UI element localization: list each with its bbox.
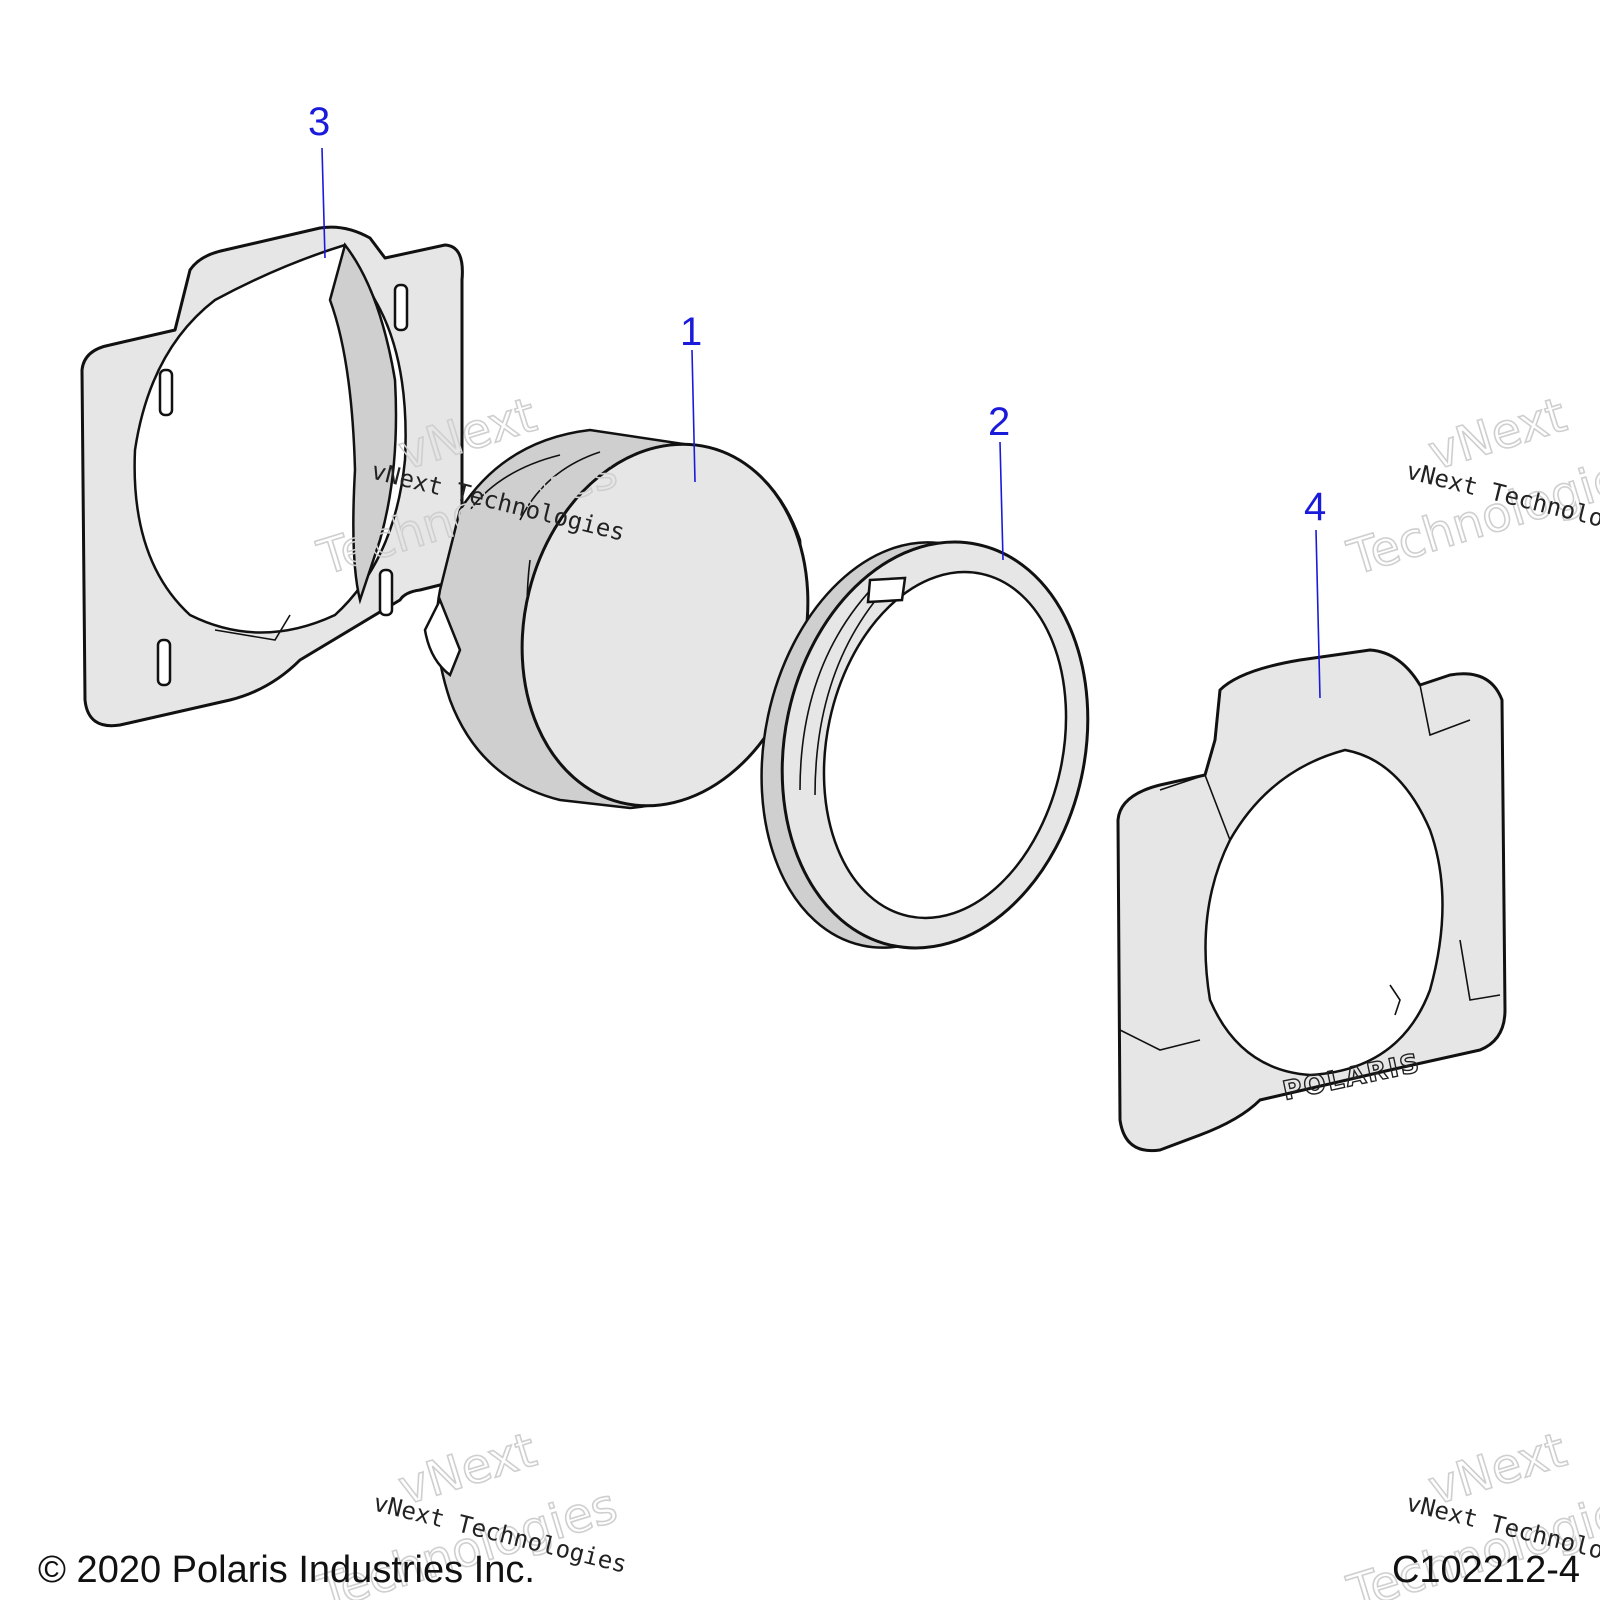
leader-4 — [1315, 529, 1321, 699]
copyright-notice: © 2020 Polaris Industries Inc. — [38, 1549, 535, 1591]
bezel-corner-rt — [1419, 684, 1471, 737]
bezel-corner-rb — [1459, 939, 1501, 1001]
bracket-tab — [214, 614, 291, 641]
piston-stem — [423, 596, 462, 677]
bezel-corner-lb — [1119, 1029, 1201, 1051]
part-1-piston-lens — [423, 428, 810, 810]
watermark-right: vNext Technologies vNext Technologies — [1340, 386, 1600, 587]
bracket-slot-2 — [158, 368, 174, 417]
callout-4: 4 — [1304, 485, 1326, 529]
callout-2: 2 — [988, 400, 1010, 444]
piston-groove-2 — [519, 451, 601, 521]
part-4-bezel-frame: POLARIS — [1116, 648, 1507, 1153]
bezel-corner-lt — [1159, 773, 1231, 841]
callout-3: 3 — [308, 100, 330, 144]
leader-1 — [691, 349, 696, 483]
diagram-code: C102212-4 — [1392, 1549, 1580, 1591]
piston-groove-1 — [469, 454, 561, 511]
part-2-retaining-ring — [760, 540, 1090, 950]
bracket-slot-3 — [378, 568, 394, 617]
ring-thread-1 — [799, 579, 881, 791]
bracket-slot-4 — [156, 638, 172, 687]
bracket-inner-wall — [328, 242, 398, 605]
ring-opening — [822, 570, 1068, 920]
bracket-slot-1 — [393, 283, 409, 332]
part-3-rear-bracket — [80, 225, 464, 728]
ring-key — [866, 576, 907, 604]
leader-2 — [999, 441, 1004, 561]
leader-3 — [321, 147, 326, 259]
bezel-clip — [1389, 984, 1401, 1016]
bracket-opening — [133, 243, 407, 634]
callout-1: 1 — [680, 310, 702, 354]
